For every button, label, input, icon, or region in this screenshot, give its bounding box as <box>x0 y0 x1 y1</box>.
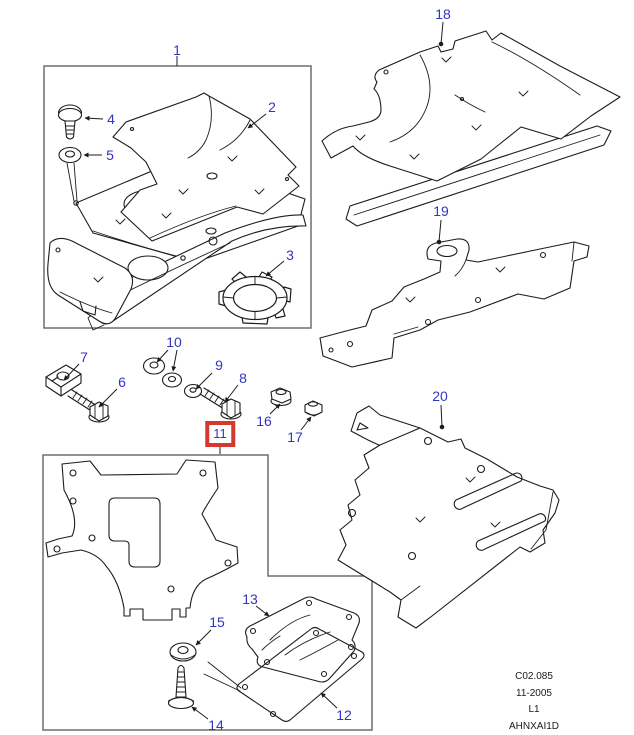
part-19-panel <box>319 238 590 368</box>
callout-1[interactable]: 1 <box>173 42 181 58</box>
part-5-washer <box>58 146 82 202</box>
callout-13[interactable]: 13 <box>242 591 258 607</box>
part-18-panel <box>321 30 621 227</box>
part-11-plate <box>45 459 239 621</box>
part-15-washer <box>169 642 197 662</box>
part-7-clip-nut <box>45 364 82 397</box>
part-10-washers <box>142 357 183 388</box>
part-12-gasket <box>203 626 365 723</box>
part-assembly-end-piece <box>47 237 134 325</box>
callout-7[interactable]: 7 <box>80 349 88 365</box>
callout-6[interactable]: 6 <box>118 374 126 390</box>
callout-10[interactable]: 10 <box>166 334 182 350</box>
callout-2[interactable]: 2 <box>268 99 276 115</box>
callout-17[interactable]: 17 <box>287 429 303 445</box>
callout-5[interactable]: 5 <box>106 147 114 163</box>
callout-15[interactable]: 15 <box>209 614 225 630</box>
callout-8[interactable]: 8 <box>239 370 247 386</box>
part-8-bolt <box>199 387 242 420</box>
part-14-clip <box>167 664 195 710</box>
callout-12[interactable]: 12 <box>336 707 352 723</box>
part-17-nut <box>304 400 323 417</box>
leader-lines <box>63 21 445 720</box>
callout-16[interactable]: 16 <box>256 413 272 429</box>
part-3-locking-ring <box>218 271 292 325</box>
footer-image-code: AHNXAI1D <box>508 720 559 732</box>
part-13-cover <box>244 596 360 683</box>
callout-18[interactable]: 18 <box>435 6 451 22</box>
part-4-clip <box>57 104 83 140</box>
callout-19[interactable]: 19 <box>433 203 449 219</box>
footer-code-block: C02.085 11-2005 L1 AHNXAI1D <box>480 669 588 735</box>
part-20-panel <box>337 405 560 629</box>
part-6-bolt <box>67 389 110 423</box>
footer-date-code: 11-2005 <box>516 687 552 699</box>
footer-figure-code: C02.085 <box>515 671 553 682</box>
callout-11-highlight[interactable]: 11 <box>205 421 235 447</box>
part-2-upper-panel <box>112 92 300 242</box>
callout-9[interactable]: 9 <box>215 357 223 373</box>
callout-4[interactable]: 4 <box>107 111 115 127</box>
callout-3[interactable]: 3 <box>286 247 294 263</box>
part-16-flange-nut <box>270 387 292 407</box>
footer-level-code: L1 <box>528 704 540 715</box>
callout-14[interactable]: 14 <box>208 717 224 733</box>
callout-20[interactable]: 20 <box>432 388 448 404</box>
